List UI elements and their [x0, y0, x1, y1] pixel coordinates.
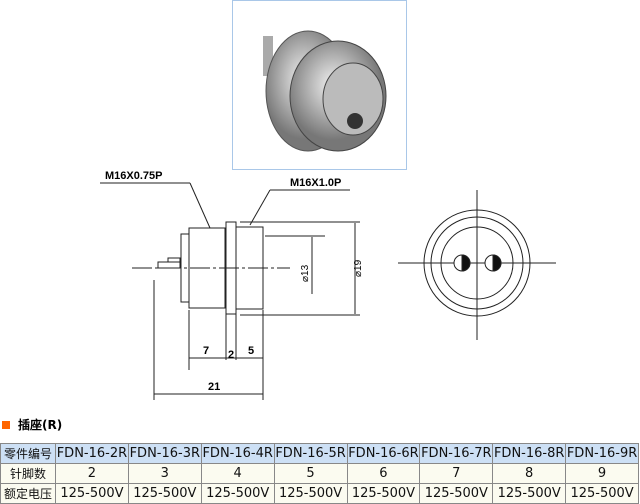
dim-2: 2: [228, 349, 234, 361]
bullet-square-icon: [2, 420, 10, 429]
table-row-model: 零件编号 FDN-16-2R FDN-16-3R FDN-16-4R FDN-1…: [0, 443, 639, 464]
voltage-cell: 125-500V: [127, 483, 202, 504]
row-label: 额定电压: [0, 483, 56, 504]
voltage-cell: 125-500V: [273, 483, 348, 504]
pins-cell: 3: [127, 463, 202, 484]
model-cell: FDN-16-4R: [200, 443, 275, 464]
diameter-inner-label: ⌀13: [300, 264, 311, 282]
section-title: 插座(R): [18, 418, 63, 432]
dim-5: 5: [248, 345, 254, 357]
pins-cell: 4: [200, 463, 275, 484]
voltage-cell: 125-500V: [492, 483, 567, 504]
model-cell: FDN-16-9R: [565, 443, 639, 464]
table-row-voltage: 额定电压 125-500V 125-500V 125-500V 125-500V…: [0, 483, 639, 504]
voltage-cell: 125-500V: [200, 483, 275, 504]
connector-photo-illustration: [263, 30, 387, 152]
pins-cell: 6: [346, 463, 421, 484]
dim-7: 7: [203, 345, 209, 357]
model-cell: FDN-16-3R: [127, 443, 202, 464]
model-cell: FDN-16-2R: [55, 443, 129, 464]
voltage-cell: 125-500V: [55, 483, 129, 504]
voltage-cell: 125-500V: [419, 483, 494, 504]
pins-cell: 2: [55, 463, 129, 484]
model-cell: FDN-16-5R: [273, 443, 348, 464]
pins-cell: 7: [419, 463, 494, 484]
pins-cell: 9: [565, 463, 639, 484]
section-heading: 插座(R): [2, 416, 62, 433]
voltage-cell: 125-500V: [565, 483, 639, 504]
technical-drawing: M16X0.75P M16X1.0P ⌀13 ⌀19 7 2 5 21: [100, 170, 556, 400]
pins-cell: 8: [492, 463, 567, 484]
thread-left-label: M16X0.75P: [105, 170, 162, 182]
voltage-cell: 125-500V: [346, 483, 421, 504]
model-cell: FDN-16-7R: [419, 443, 494, 464]
diameter-outer-label: ⌀19: [353, 259, 364, 277]
table-row-pins: 针脚数 2 3 4 5 6 7 8 9: [0, 463, 639, 484]
model-cell: FDN-16-8R: [492, 443, 567, 464]
row-label: 针脚数: [0, 463, 56, 484]
product-photo: [232, 0, 407, 170]
dim-21: 21: [208, 381, 220, 393]
pins-cell: 5: [273, 463, 348, 484]
thread-right-label: M16X1.0P: [290, 177, 341, 189]
row-label: 零件编号: [0, 443, 56, 464]
model-cell: FDN-16-6R: [346, 443, 421, 464]
spec-table: 零件编号 FDN-16-2R FDN-16-3R FDN-16-4R FDN-1…: [0, 443, 639, 504]
